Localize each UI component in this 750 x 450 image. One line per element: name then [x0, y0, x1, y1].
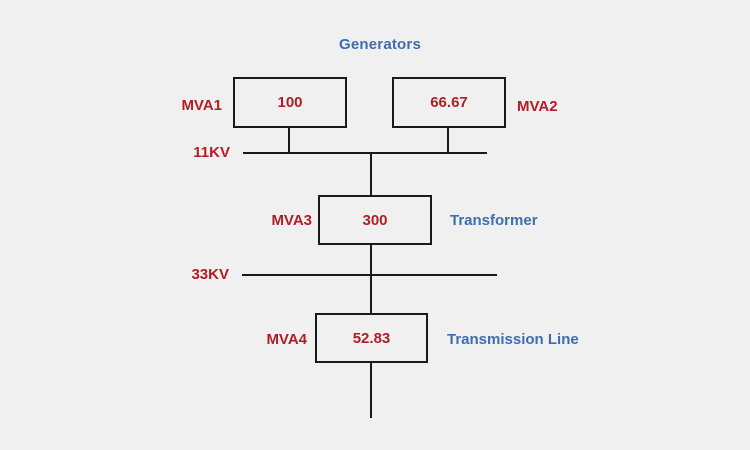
transmission-line-box: 52.83 [315, 313, 428, 363]
generator2-label: MVA2 [517, 98, 558, 115]
transformer-label: MVA3 [271, 212, 312, 229]
transformer-caption: Transformer [450, 212, 538, 229]
transformer-value: 300 [362, 211, 388, 229]
generator2-value: 66.67 [430, 94, 468, 111]
bus-33kv-label: 33KV [191, 266, 229, 283]
connector-line-transformer-bus [370, 244, 372, 275]
bus-33kv-line [242, 274, 497, 276]
connector-line-gen2-bus [447, 127, 449, 153]
bus-11kv-label: 11KV [193, 144, 230, 161]
diagram-title: Generators [338, 36, 422, 53]
transformer-box: 300 [318, 195, 432, 245]
transmission-line-caption: Transmission Line [447, 331, 579, 348]
generator2-box: 66.67 [392, 77, 506, 128]
generator1-box: 100 [233, 77, 347, 128]
transmission-line-value: 52.83 [352, 329, 391, 347]
connector-line-bus-transformer [370, 153, 372, 196]
generator1-value: 100 [277, 94, 303, 111]
generator1-label: MVA1 [181, 97, 222, 114]
connector-line-bus-transmission [370, 275, 372, 314]
connector-line-feeder [370, 362, 372, 418]
connector-line-gen1-bus [288, 127, 290, 153]
transmission-line-label: MVA4 [266, 331, 307, 348]
bus-11kv-line [243, 152, 487, 154]
